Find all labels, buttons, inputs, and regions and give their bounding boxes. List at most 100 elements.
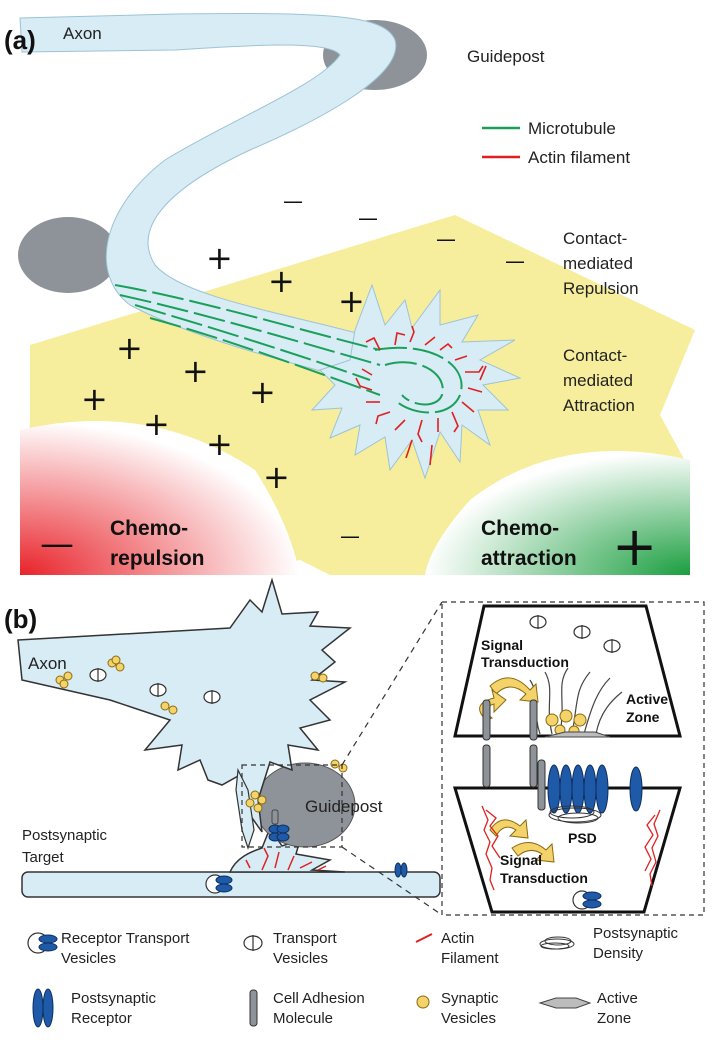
minus-sign: — — [358, 206, 378, 230]
chemo-repulsion-zone — [20, 421, 300, 575]
legend-receptor-transport-line1: Receptor Transport — [61, 930, 190, 947]
active-zone-icon — [538, 997, 592, 1009]
chemo-repulsion-line2: repulsion — [110, 547, 205, 570]
plus-sign: + — [249, 373, 276, 411]
axon-b-filopodium — [235, 767, 255, 850]
target-receptor — [394, 862, 402, 878]
legend-b: Receptor Transport Vesicles Transport Ve… — [27, 925, 679, 1028]
minus-sign: — — [340, 524, 360, 548]
target-actin — [245, 847, 327, 871]
transport-vesicles — [89, 668, 221, 704]
postsynaptic-target-line1: Postsynaptic — [22, 827, 108, 844]
legend-synaptic-vesicles-line2: Vesicles — [441, 1010, 496, 1027]
active-zone-line1: Active — [626, 691, 668, 707]
plus-sign: + — [268, 262, 295, 300]
microtubules — [114, 284, 463, 414]
receptor-transport-icon — [27, 932, 58, 954]
zoom-box — [241, 764, 343, 848]
plus-sign: + — [263, 458, 290, 496]
inset-receptor-transport-vesicle — [572, 890, 602, 910]
chemo-attraction-line1: Chemo- — [481, 517, 559, 540]
transport-vesicle-icon — [243, 935, 263, 951]
guidepost-label: Guidepost — [467, 47, 545, 66]
plus-sign: + — [182, 352, 209, 390]
cell-adhesion-molecules — [482, 699, 546, 811]
presynaptic-terminal — [453, 604, 682, 738]
synapse-inset: Signal Transduction Active Zone PSD Sign… — [441, 601, 705, 916]
legend-receptor-line1: Postsynaptic — [71, 990, 157, 1007]
postsynaptic-receptor-icon — [32, 988, 54, 1028]
postsynaptic-density-icon — [539, 936, 575, 950]
actin-filaments — [355, 325, 487, 466]
legend-transport-vesicles-line2: Vesicles — [273, 950, 328, 967]
contact-repulsion-line3: Repulsion — [563, 279, 639, 298]
chemo-attraction-zone — [425, 451, 690, 575]
minus-sign-large: — — [40, 524, 74, 564]
panel-a-label: (a) — [4, 25, 36, 55]
signal-transduction-bottom-line2: Transduction — [500, 870, 588, 886]
psd-tangle — [548, 805, 602, 824]
cell-adhesion-icon — [249, 989, 258, 1027]
synaptic-vesicles — [55, 655, 348, 813]
zoom-connector-top — [341, 601, 443, 766]
panel-b: (b) — [4, 577, 705, 916]
inset-transport-vesicles — [529, 615, 621, 653]
contact-attraction-line3: Attraction — [563, 396, 635, 415]
chemo-attraction-line2: attraction — [481, 547, 577, 570]
legend-active-zone-line1: Active — [597, 990, 638, 1007]
signal-transduction-bottom-line1: Signal — [500, 852, 542, 868]
guidepost-left — [18, 217, 118, 293]
inset-actin — [481, 805, 661, 891]
minus-sign: — — [436, 227, 456, 251]
psd-label: PSD — [568, 830, 597, 846]
plus-sign-large: + — [612, 515, 657, 578]
contact-receptors — [268, 809, 290, 842]
panel-a: — — — — — + + + + + + + + + + — + (a) Ax… — [4, 13, 695, 578]
legend-active-zone-line2: Zone — [597, 1010, 631, 1027]
postsynaptic-target-line2: Target — [22, 849, 65, 866]
contact-repulsion-line1: Contact- — [563, 229, 627, 248]
legend-transport-vesicles-line1: Transport — [273, 930, 337, 947]
axon-b-label: Axon — [28, 654, 67, 673]
contact-attraction-line2: mediated — [563, 371, 633, 390]
active-zone-line2: Zone — [626, 709, 660, 725]
zoom-connector-bottom — [341, 846, 443, 916]
legend-cell-adhesion-line2: Molecule — [273, 1010, 333, 1027]
legend-psd-line1: Postsynaptic — [593, 925, 679, 942]
axon-label: Axon — [63, 24, 102, 43]
receptor-transport-vesicle — [205, 874, 233, 894]
minus-sign: — — [505, 249, 525, 273]
legend-actin-line1: Actin — [441, 930, 474, 947]
microtubule-legend-label: Microtubule — [528, 119, 616, 138]
actin-legend-label: Actin filament — [528, 148, 630, 167]
guidepost-b-label: Guidepost — [305, 797, 383, 816]
plus-sign: + — [81, 380, 108, 418]
actin-filament-icon — [415, 933, 433, 943]
chemo-repulsion-line1: Chemo- — [110, 517, 188, 540]
plus-sign: + — [143, 405, 170, 443]
plus-sign: + — [206, 425, 233, 463]
contact-repulsion-line2: mediated — [563, 254, 633, 273]
legend-receptor-transport-line2: Vesicles — [61, 950, 116, 967]
postsynaptic-target — [21, 871, 441, 898]
plus-sign: + — [338, 282, 365, 320]
minus-sign: — — [283, 189, 303, 213]
contact-attraction-line1: Contact- — [563, 346, 627, 365]
legend-receptor-line2: Receptor — [71, 1010, 132, 1027]
active-zone-plate — [544, 731, 611, 738]
target-spine — [228, 826, 346, 873]
synaptic-vesicle-icon — [416, 995, 430, 1009]
plus-sign: + — [116, 329, 143, 367]
postsynaptic-receptors — [547, 764, 643, 814]
legend-psd-line2: Density — [593, 945, 644, 962]
legend-synaptic-vesicles-line1: Synaptic — [441, 990, 499, 1007]
signal-arrows-bottom — [489, 818, 555, 863]
charge-signs: — — — — — + + + + + + + + + + — + — [40, 189, 657, 578]
target-receptor — [400, 862, 408, 878]
legend-actin-line2: Filament — [441, 950, 499, 967]
panel-b-label: (b) — [4, 604, 37, 634]
axon-b — [17, 577, 353, 833]
legend-cell-adhesion-line1: Cell Adhesion — [273, 990, 365, 1007]
plus-sign: + — [206, 239, 233, 277]
